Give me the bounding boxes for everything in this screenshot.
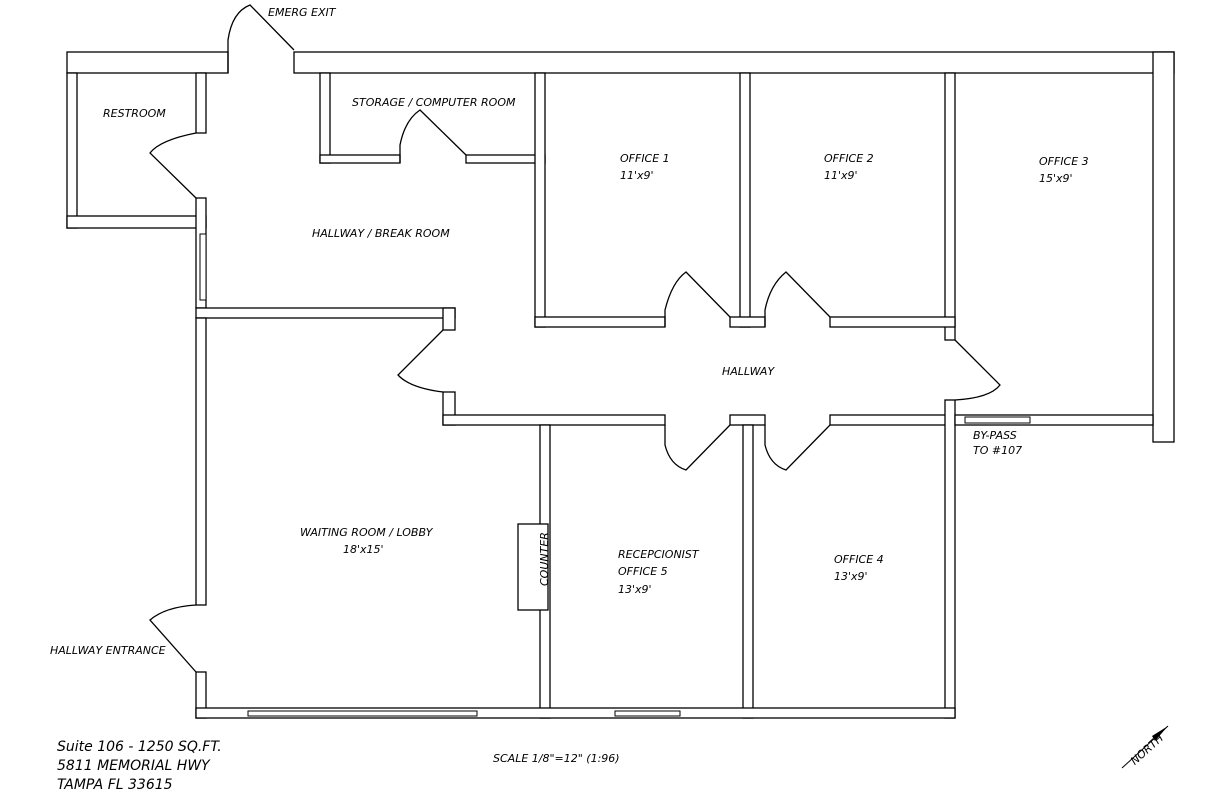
office3-label: OFFICE 3 <box>1039 155 1089 168</box>
restroom-label: RESTROOM <box>103 107 166 120</box>
office3-size: 15'x9' <box>1039 172 1073 185</box>
hallway-entrance-label: HALLWAY ENTRANCE <box>50 644 166 657</box>
office1-door <box>664 271 731 327</box>
office5-door <box>664 424 731 471</box>
office2-door <box>764 271 831 327</box>
office5-label-2: OFFICE 5 <box>618 565 668 578</box>
storage-door <box>399 109 467 163</box>
walls <box>66 51 1175 719</box>
title-line-1: Suite 106 - 1250 SQ.FT. <box>57 739 222 755</box>
office2-size: 11'x9' <box>824 169 858 182</box>
office1-size: 11'x9' <box>620 169 654 182</box>
emerg-exit-door <box>227 4 295 73</box>
scale-label: SCALE 1/8"=12" (1:96) <box>493 752 620 765</box>
office1-label: OFFICE 1 <box>620 152 670 165</box>
counter <box>517 523 549 611</box>
emerg-exit-label: EMERG EXIT <box>268 6 337 19</box>
north-arrow: NORTH <box>1121 725 1169 769</box>
bypass-label-1: BY-PASS <box>973 429 1017 442</box>
restroom-door <box>149 132 197 199</box>
hallway-break-label: HALLWAY / BREAK ROOM <box>312 227 450 240</box>
hallway-label: HALLWAY <box>722 365 775 378</box>
counter-label: COUNTER <box>538 532 551 586</box>
office5-label-1: RECEPCIONIST <box>618 548 700 561</box>
office2-label: OFFICE 2 <box>824 152 874 165</box>
north-label: NORTH <box>1128 732 1166 768</box>
waiting-label: WAITING ROOM / LOBBY <box>300 526 434 539</box>
office4-label: OFFICE 4 <box>834 553 884 566</box>
labels: EMERG EXIT RESTROOM STORAGE / COMPUTER R… <box>50 6 1089 793</box>
bypass-label-2: TO #107 <box>973 444 1022 457</box>
storage-label: STORAGE / COMPUTER ROOM <box>352 96 516 109</box>
entrance-door <box>149 604 197 673</box>
waiting-hall-door <box>397 329 444 393</box>
office5-size: 13'x9' <box>618 583 652 596</box>
hallway-east-door <box>954 339 1001 401</box>
doors <box>149 4 1001 673</box>
waiting-size: 18'x15' <box>343 543 384 556</box>
title-line-3: TAMPA FL 33615 <box>57 777 173 793</box>
office4-size: 13'x9' <box>834 570 868 583</box>
title-line-2: 5811 MEMORIAL HWY <box>57 758 211 774</box>
office4-door <box>764 424 831 471</box>
